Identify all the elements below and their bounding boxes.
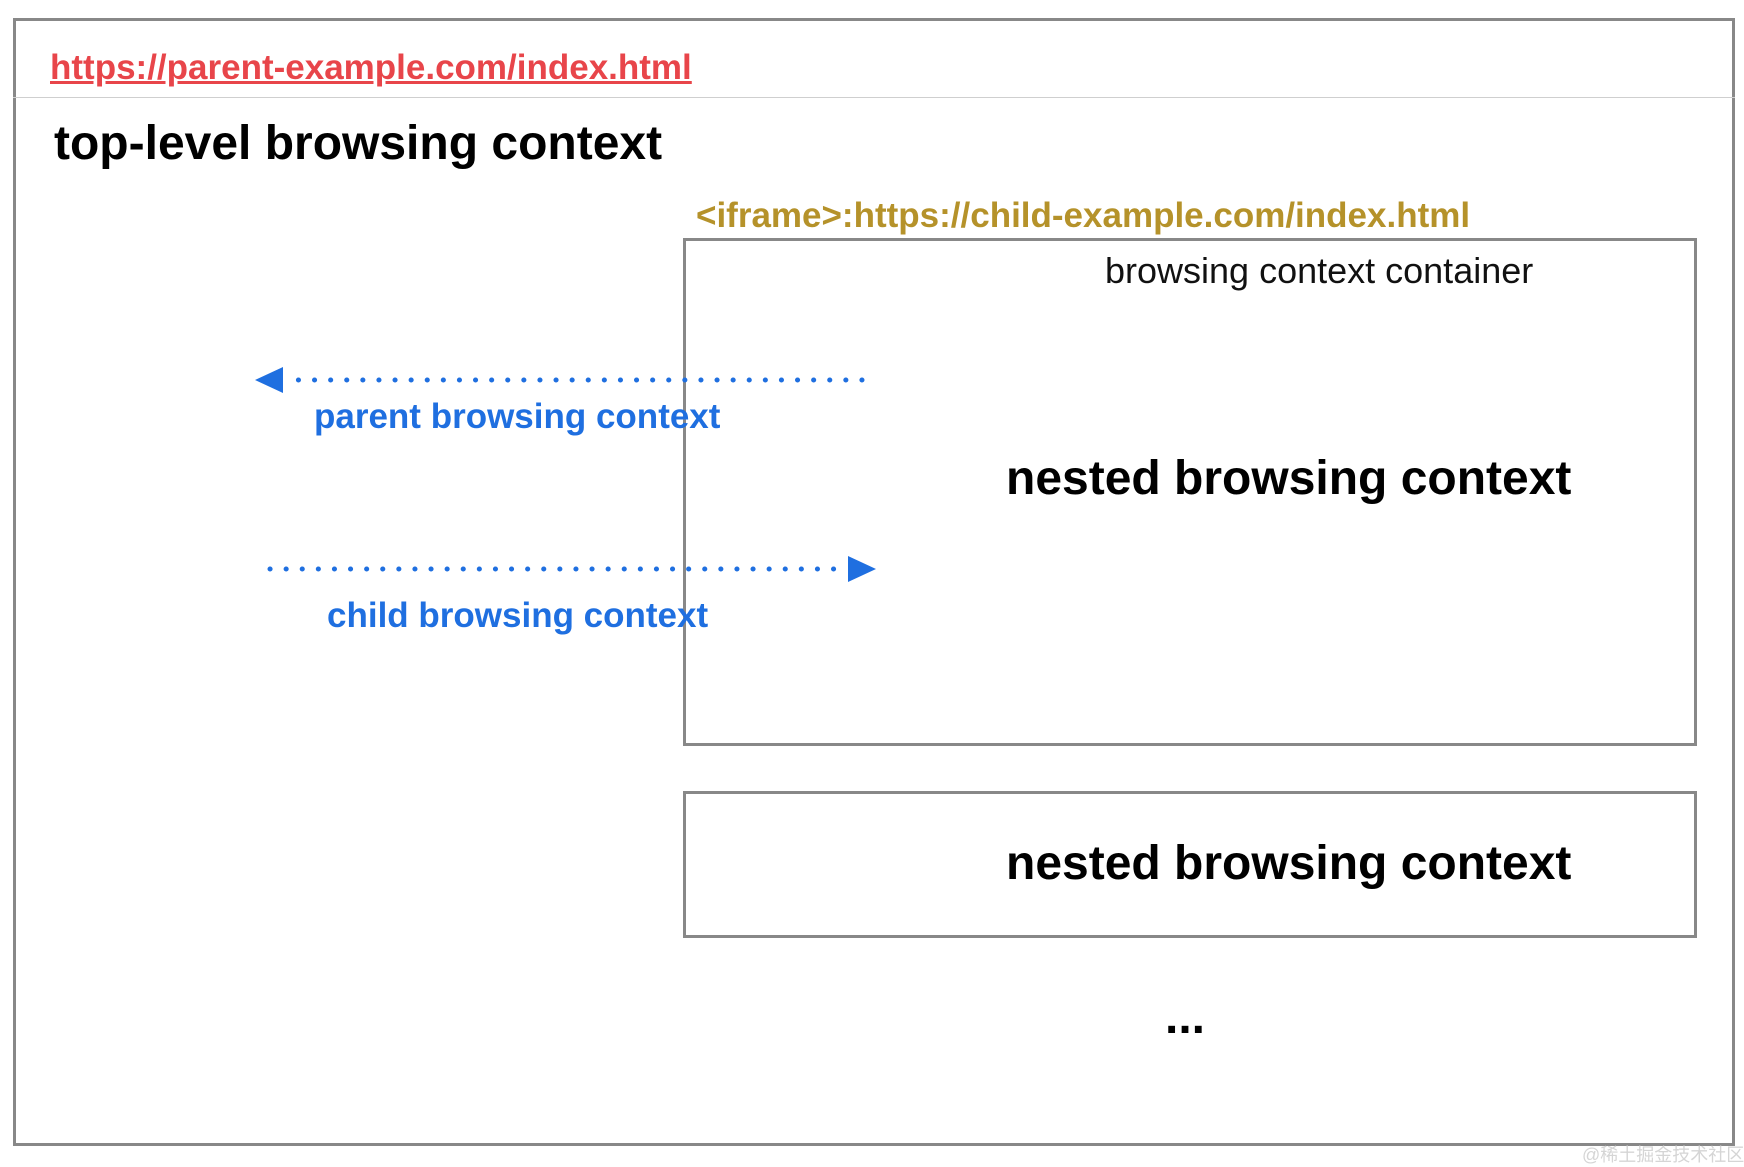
ellipsis-more: ... [1165, 991, 1206, 1044]
top-level-title: top-level browsing context [54, 117, 663, 170]
child-browsing-context-label: child browsing context [327, 596, 709, 635]
parent-url-link[interactable]: https://parent-example.com/index.html [50, 48, 692, 87]
top-level-frame [13, 18, 1735, 1146]
nested-browsing-context-label-1: nested browsing context [1006, 452, 1572, 505]
nested-browsing-context-box-2 [683, 791, 1697, 938]
parent-browsing-context-label: parent browsing context [314, 397, 721, 436]
watermark: @稀土掘金技术社区 [1582, 1145, 1744, 1165]
browsing-context-container-box [683, 238, 1697, 746]
iframe-label: <iframe>:https://child-example.com/index… [696, 196, 1471, 235]
container-label: browsing context container [1105, 250, 1534, 291]
header-divider [13, 97, 1735, 98]
nested-browsing-context-label-2: nested browsing context [1006, 837, 1572, 890]
